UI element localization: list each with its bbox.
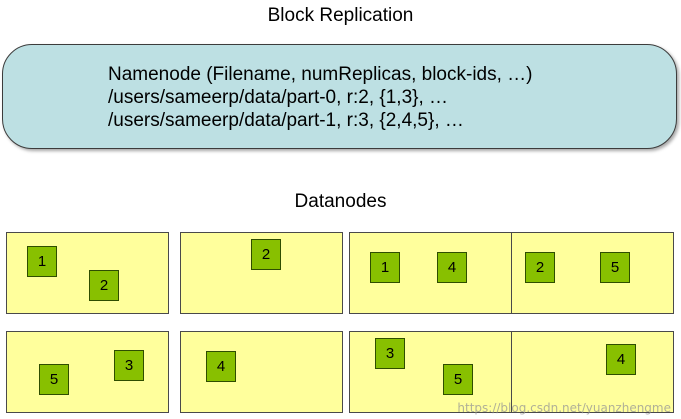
block-replica: 1 [370,252,400,283]
block-replica: 1 [27,246,57,277]
block-replica: 5 [600,252,630,283]
datanode-5: 5 3 [6,331,169,413]
watermark: https://blog.csdn.net/yuanzhengme [457,401,671,415]
block-replica: 3 [375,338,405,369]
diagram-title: Block Replication [267,5,414,26]
datanode-4: 2 5 [511,232,674,314]
block-replica: 5 [443,364,473,395]
namenode-box: Namenode (Filename, numReplicas, block-i… [2,44,677,149]
block-replica: 4 [606,344,636,375]
block-replica: 3 [114,350,144,381]
datanode-3: 1 4 [349,232,512,314]
block-replica: 5 [39,364,69,395]
datanode-7: 3 5 [349,331,512,413]
namenode-text: Namenode (Filename, numReplicas, block-i… [108,63,533,132]
datanode-8: 4 [511,331,674,413]
datanode-2: 2 [180,232,343,314]
namenode-entry-part-0: /users/sameerp/data/part-0, r:2, {1,3}, … [108,87,449,108]
datanodes-title: Datanodes [294,191,387,212]
datanode-6: 4 [180,331,343,413]
namenode-entry-part-1: /users/sameerp/data/part-1, r:3, {2,4,5}… [108,110,464,131]
datanode-1: 1 2 [6,232,169,314]
block-replica: 2 [251,239,281,270]
block-replica: 2 [89,270,119,301]
block-replica: 2 [525,252,555,283]
namenode-header: Namenode (Filename, numReplicas, block-i… [108,64,533,85]
block-replica: 4 [206,351,236,382]
block-replica: 4 [437,252,467,283]
